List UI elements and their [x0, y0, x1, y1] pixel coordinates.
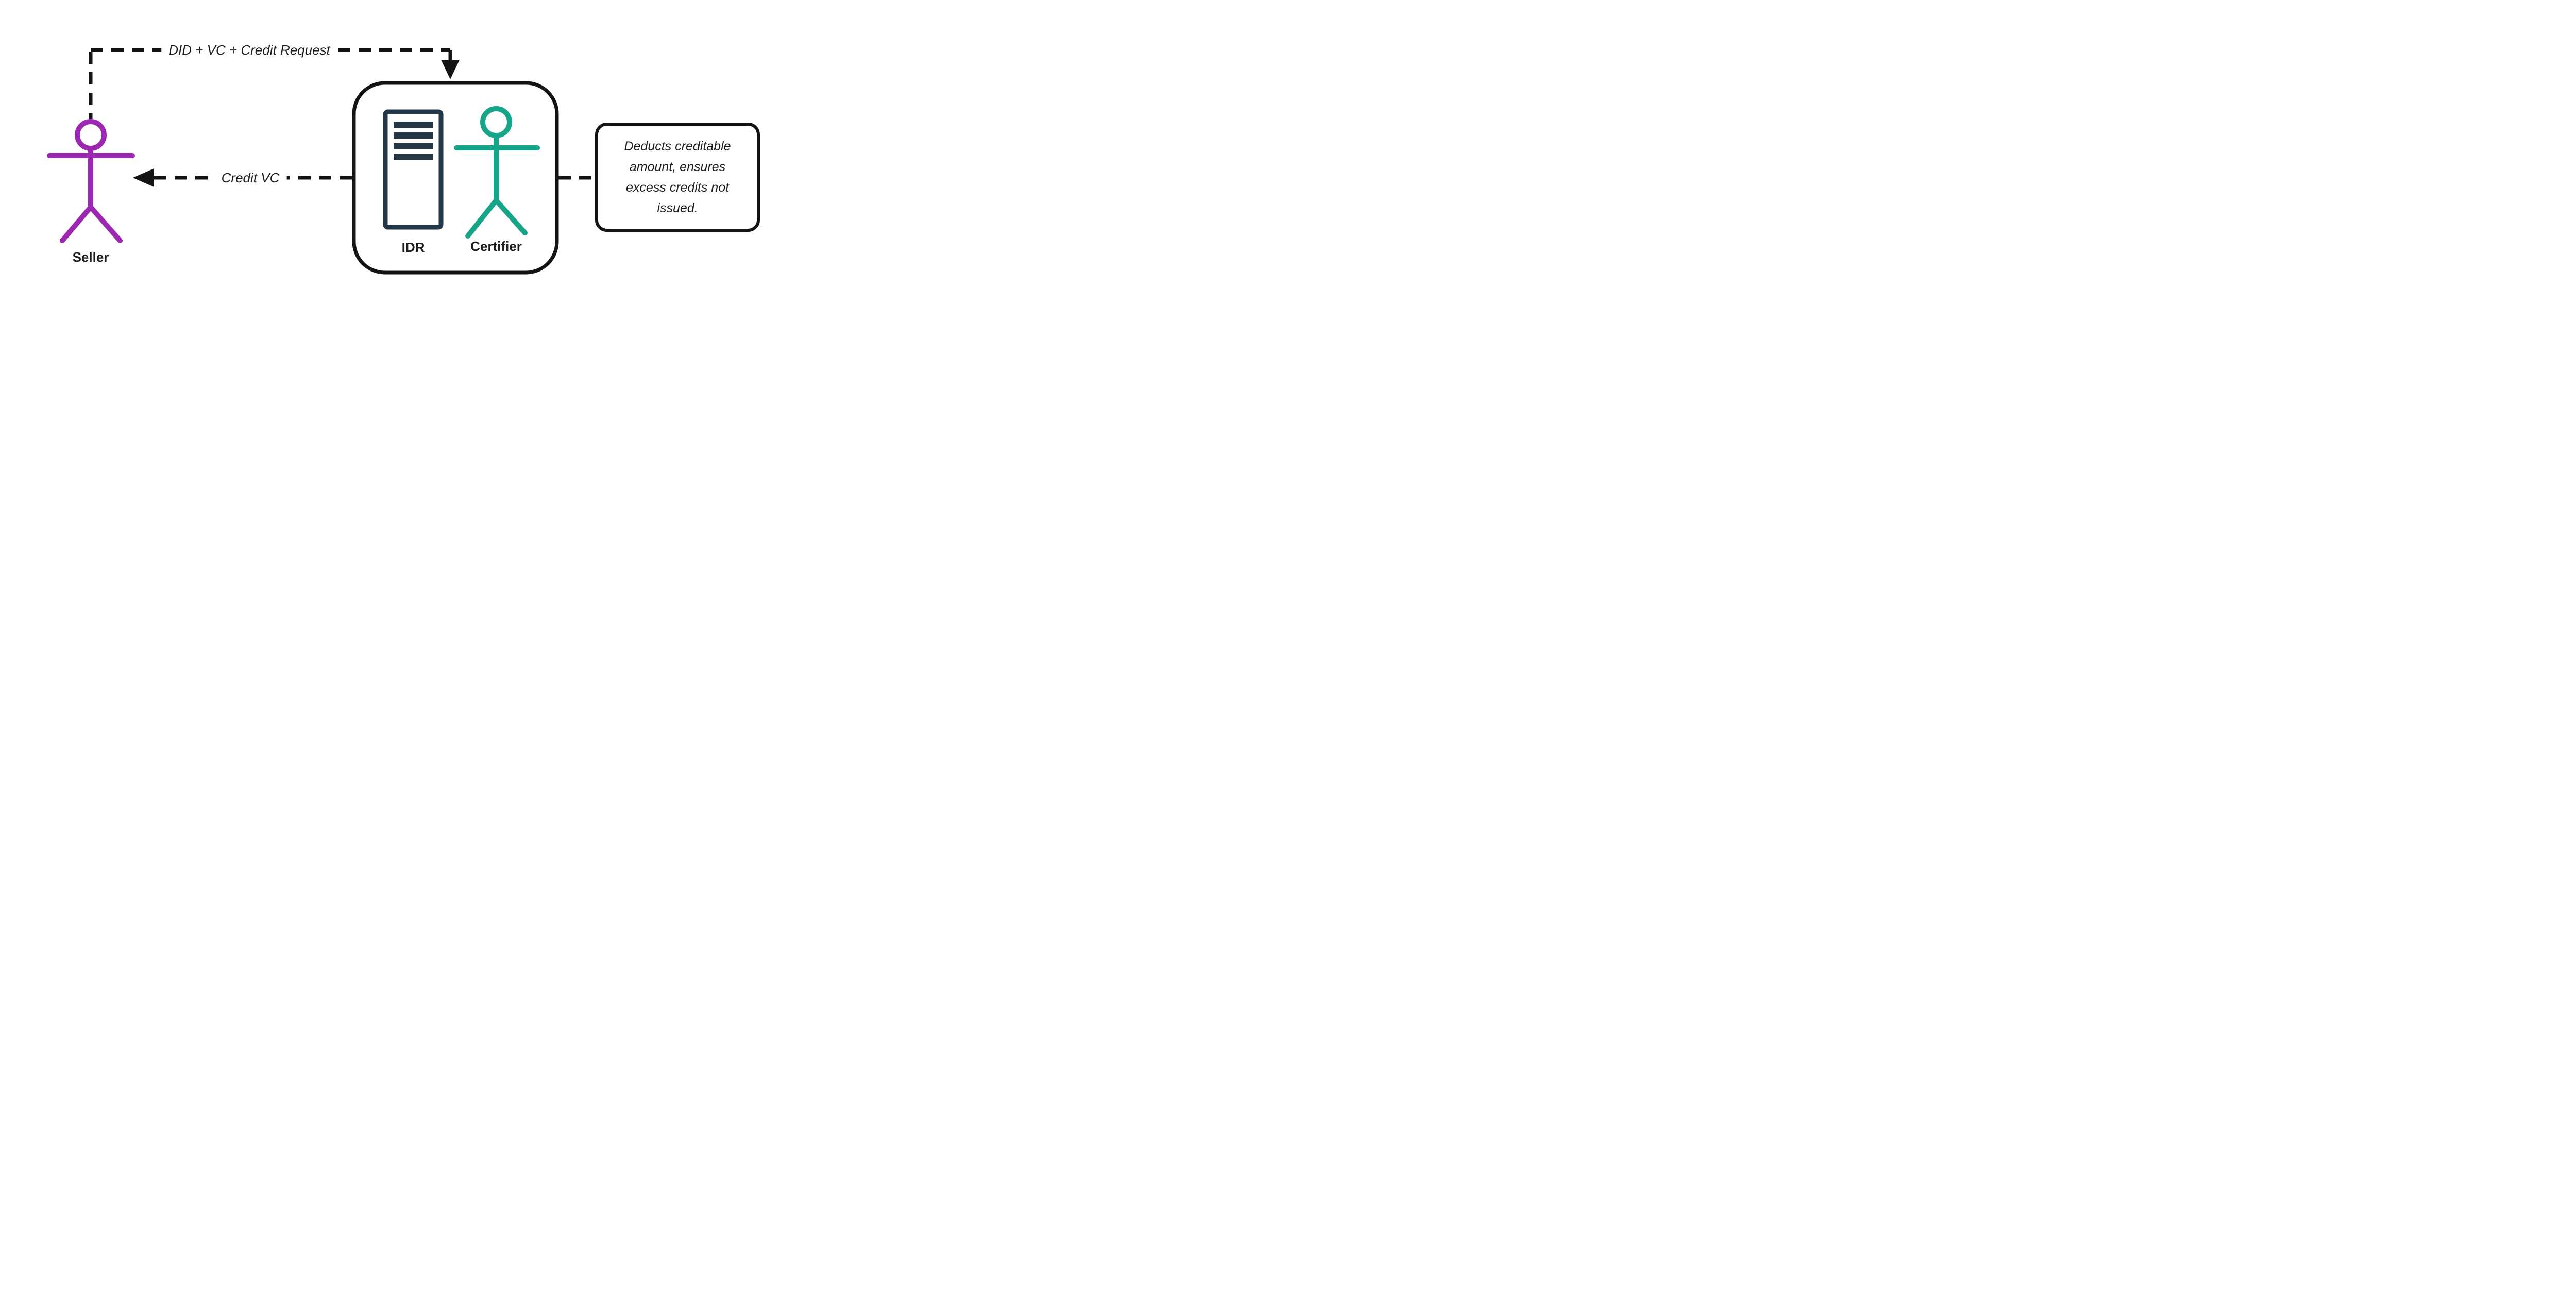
certifier-label: Certifier — [470, 239, 522, 254]
note-text: Deducts creditable amount, ensures exces… — [624, 139, 731, 215]
server-outline — [383, 109, 444, 230]
server-slot — [394, 122, 433, 128]
request-edge-label: DID + VC + Credit Request — [161, 41, 337, 59]
credit-edge-label: Credit VC — [214, 169, 287, 186]
arrowheads — [133, 60, 460, 187]
arrowhead-down-icon — [441, 60, 460, 79]
idr-label: IDR — [401, 240, 425, 255]
server-slot — [394, 154, 433, 160]
arrowhead-left-icon — [133, 168, 154, 187]
seller-right-leg — [88, 205, 123, 243]
request-edge — [89, 48, 452, 119]
note-box — [595, 123, 760, 232]
server-slot — [394, 132, 433, 139]
certifier-figure-icon — [454, 106, 540, 239]
seller-label: Seller — [72, 249, 109, 265]
seller-head — [75, 119, 107, 151]
server-slots — [394, 122, 433, 160]
certifier-right-leg — [494, 198, 528, 235]
seller-left-leg — [60, 205, 93, 243]
server-slot — [394, 143, 433, 149]
server-icon — [383, 109, 444, 230]
diagram-canvas: DID + VC + Credit Request Credit VC Sell… — [0, 0, 808, 325]
seller-figure-icon — [47, 119, 135, 243]
diagram-graphics — [47, 48, 760, 275]
certifier-left-leg — [465, 198, 499, 239]
